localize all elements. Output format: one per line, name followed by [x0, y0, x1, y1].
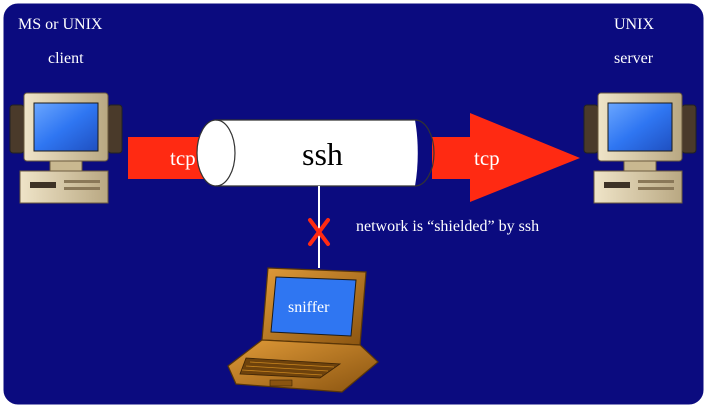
server-subtitle: server: [614, 50, 654, 67]
network-shield-note: network is “shielded” by ssh: [356, 218, 540, 235]
ssh-tunnel: [196, 119, 435, 187]
client-title: MS or UNIX: [18, 16, 103, 33]
server-computer-icon: [583, 92, 697, 204]
tcp-left-label: tcp: [170, 146, 196, 170]
tcp-right-label: tcp: [474, 146, 500, 170]
blocked-x-icon: [308, 218, 330, 246]
sniffer-laptop-icon: [227, 267, 379, 393]
client-computer-icon: [9, 92, 123, 204]
server-title: UNIX: [614, 16, 654, 33]
ssh-tunnel-label: ssh: [302, 136, 343, 172]
sniffer-label: sniffer: [288, 299, 330, 316]
client-subtitle: client: [48, 50, 84, 67]
tcp-arrow-right: [432, 113, 580, 202]
